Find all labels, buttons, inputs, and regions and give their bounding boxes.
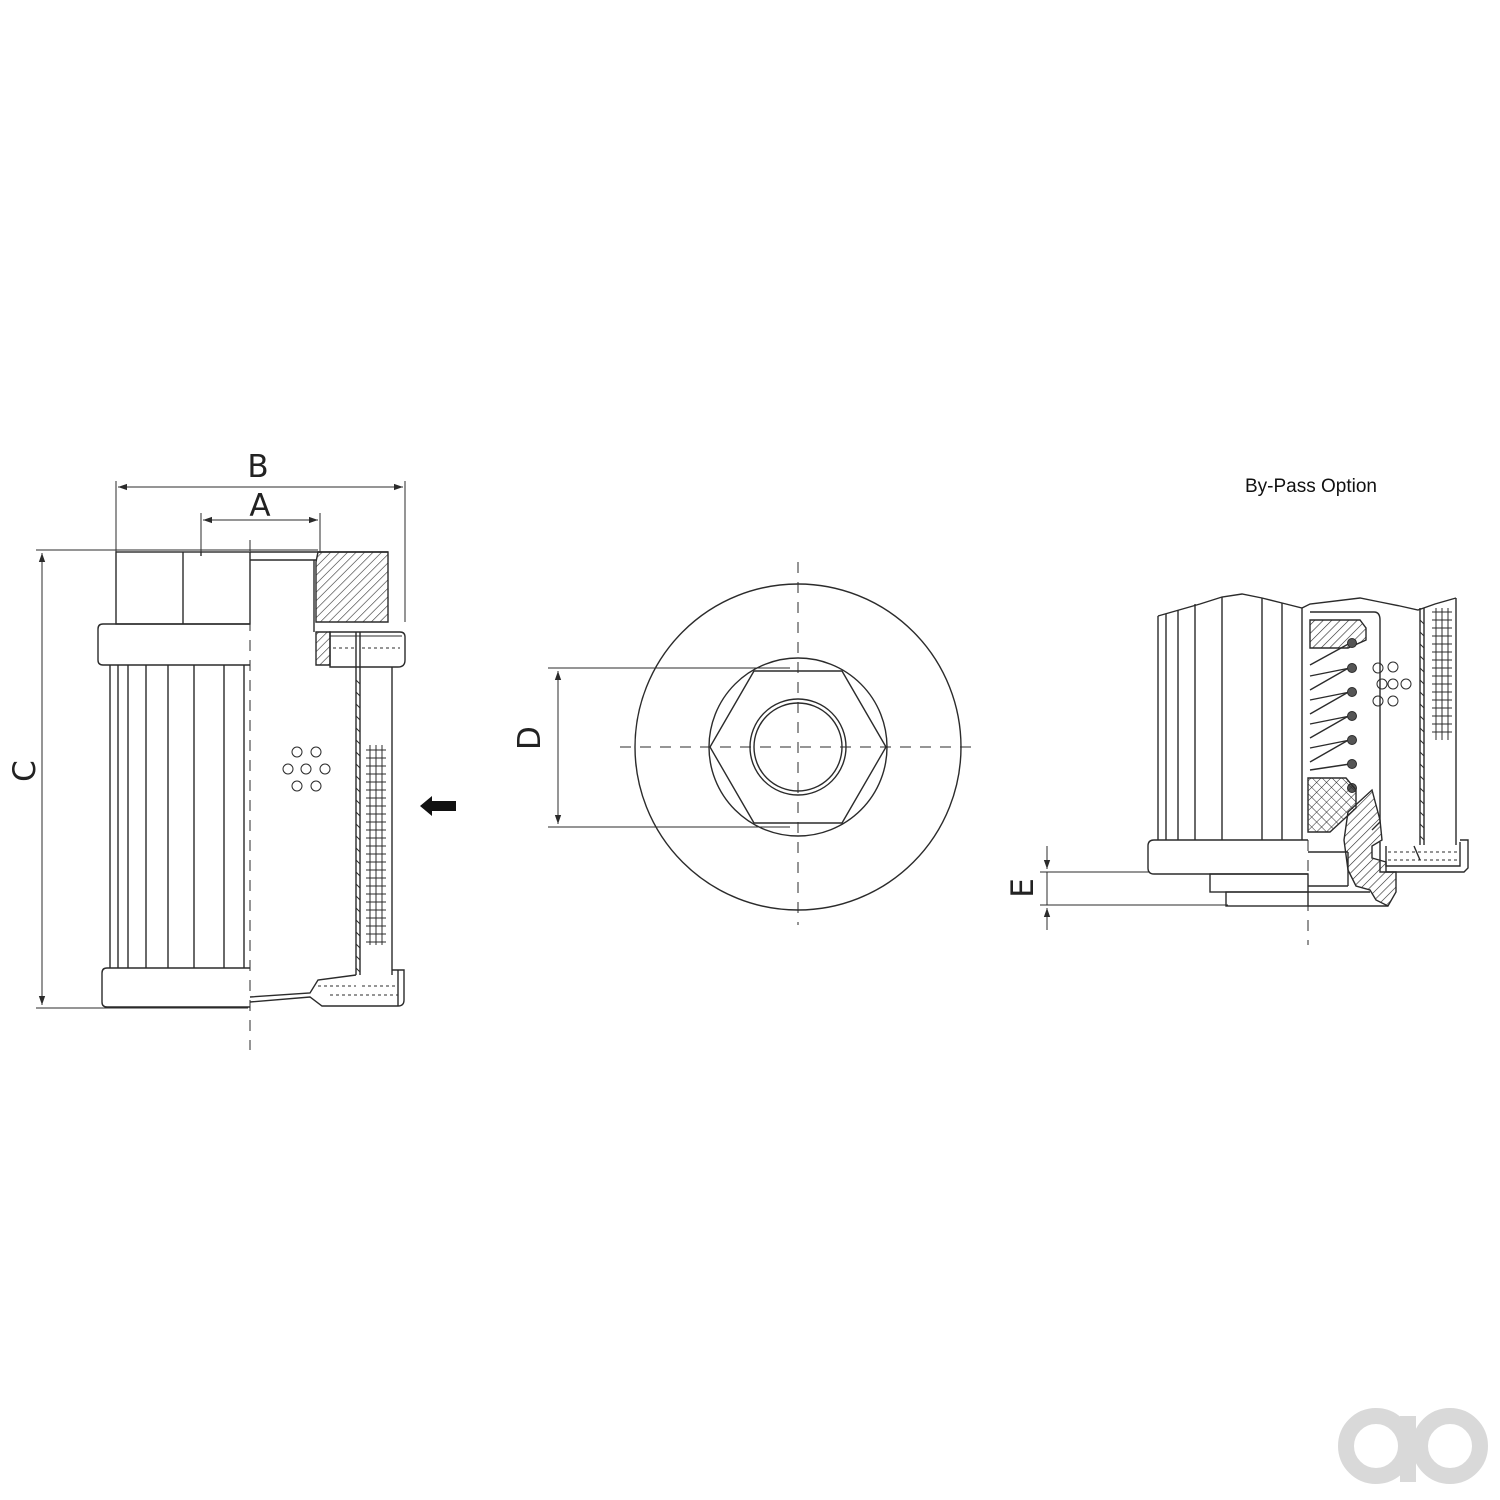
mesh-line (355, 835, 361, 841)
mesh-line (1419, 703, 1425, 709)
mesh-line (355, 907, 361, 913)
mesh-line (355, 703, 361, 709)
mesh-line (1419, 775, 1425, 781)
mesh-line (355, 715, 361, 721)
mesh-line (355, 727, 361, 733)
dimension-label-b: B (247, 449, 268, 485)
flow-arrow-icon (420, 796, 456, 816)
mesh-line (355, 691, 361, 697)
dimension-label-e: E (1005, 878, 1041, 898)
mesh-line (1419, 787, 1425, 793)
mesh-line (355, 847, 361, 853)
mesh-line (1419, 619, 1425, 625)
mesh-line (355, 859, 361, 865)
mesh-line (1419, 631, 1425, 637)
mesh-line (1419, 763, 1425, 769)
mesh-line (355, 739, 361, 745)
mesh-line (355, 883, 361, 889)
dimension-label-c: C (7, 760, 43, 782)
mesh-line (355, 871, 361, 877)
mesh-line (355, 943, 361, 949)
mesh-line (1419, 751, 1425, 757)
bypass-spring (1309, 638, 1357, 793)
mesh-line (1419, 727, 1425, 733)
mesh-line (355, 811, 361, 817)
mesh-line (1419, 715, 1425, 721)
mesh-line (1419, 835, 1425, 841)
mesh-screen (366, 745, 386, 945)
dimension-label-d: D (512, 726, 548, 750)
mesh-line (355, 799, 361, 805)
mesh-line (355, 751, 361, 757)
mesh-line (355, 787, 361, 793)
mesh-line (1419, 655, 1425, 661)
perforation-holes (282, 746, 331, 792)
mesh-line (355, 895, 361, 901)
dimension-label-a: A (249, 488, 270, 524)
mesh-line (355, 823, 361, 829)
bypass-detail: E (1005, 593, 1469, 945)
mesh-line (355, 931, 361, 937)
brand-logo (1338, 1408, 1488, 1484)
mesh-line (1419, 643, 1425, 649)
mesh-line (1419, 811, 1425, 817)
mesh-line (355, 955, 361, 961)
mesh-line (1419, 739, 1425, 745)
mesh-line (1419, 691, 1425, 697)
mesh-line (1419, 823, 1425, 829)
mesh-line (1419, 799, 1425, 805)
bypass-option-label: By-Pass Option (1245, 476, 1377, 497)
mesh-line (355, 775, 361, 781)
mesh-line (1419, 679, 1425, 685)
mesh-line (355, 967, 361, 973)
mesh-line (355, 679, 361, 685)
mesh-line (355, 919, 361, 925)
mesh-line (355, 763, 361, 769)
side-view: B A C (7, 449, 456, 1050)
mesh-line (1419, 667, 1425, 673)
top-view: D (512, 562, 975, 925)
